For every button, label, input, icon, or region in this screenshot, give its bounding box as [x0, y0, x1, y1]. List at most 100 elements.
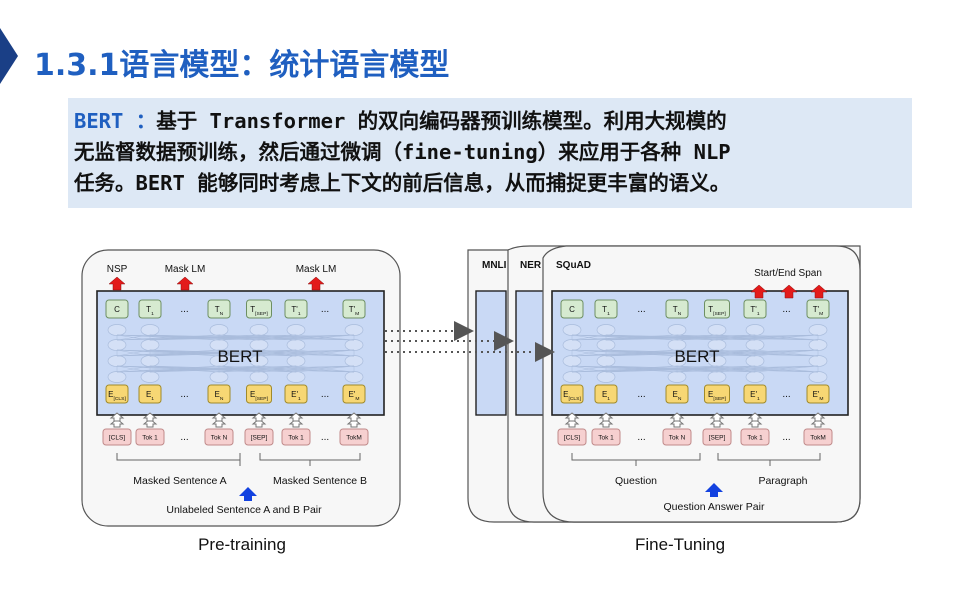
ft-token-arrow-5: [810, 418, 826, 428]
pt-token-5-label: TokM: [346, 435, 362, 442]
ft-embed-arrow-3: [709, 412, 725, 422]
ft-output-4: T'1: [743, 299, 767, 319]
pt-embedding-4-label: E'1: [291, 390, 301, 402]
pt-embedding-0: E[CLS]: [105, 384, 129, 404]
finetuning-sentence-a: Question: [615, 475, 657, 487]
ft-embed-arrow-2: [669, 412, 685, 422]
ft-embedding-0-label: E[CLS]: [563, 390, 581, 402]
pt-embedding-ellipsis-1: ...: [321, 389, 329, 400]
pt-embedding-5-label: E'M: [348, 390, 359, 402]
pt-token-arrow-4: [288, 418, 304, 428]
pretraining-token-row: [CLS] Tok 1 Tok N [SEP] Tok 1 TokM......: [102, 428, 369, 446]
ft-embed-arrow-5: [810, 412, 826, 422]
ft-embedding-1-label: E1: [602, 390, 610, 402]
ft-token-arrow-0: [564, 418, 580, 428]
finetuning-span-arrow-1-icon: [750, 284, 768, 299]
pt-embedding-3: E[SEP]: [246, 384, 272, 404]
pt-output-3: T[SEP]: [246, 299, 272, 319]
ft-token-3-label: [SEP]: [709, 435, 726, 442]
finetuning-output-arrows: [750, 284, 828, 299]
pt-token-ellipsis-0: ...: [180, 432, 188, 443]
finetuning-task-tab-ner: NER: [520, 260, 542, 271]
ft-embedding-4-label: E'1: [750, 390, 760, 402]
pt-output-2-label: TN: [215, 305, 224, 317]
ft-token-arrow-3: [709, 418, 725, 428]
finetuning-model-label: BERT: [674, 347, 719, 366]
pt-embed-arrow-5: [346, 412, 362, 422]
pt-token-0-label: [CLS]: [109, 435, 125, 442]
pt-embedding-2: EN: [207, 384, 231, 404]
ft-embedding-5: E'M: [806, 384, 830, 404]
pretraining-brace-b: [259, 453, 361, 466]
ft-token-arrow-2: [669, 418, 685, 428]
description-line-3: 任务。BERT 能够同时考虑上下文的前后信息，从而捕捉更丰富的语义。: [74, 171, 731, 195]
ft-token-2-label: Tok N: [669, 435, 686, 442]
ft-token-ellipsis-1: ...: [782, 432, 790, 443]
pt-output-0: C: [105, 299, 129, 319]
ft-embedding-2: EN: [665, 384, 689, 404]
pt-token-0: [CLS]: [102, 428, 132, 446]
pretraining-attention-lines: [107, 324, 364, 383]
pt-token-1-label: Tok 1: [142, 435, 158, 442]
finetuning-span-arrow-2-icon: [780, 284, 798, 299]
pt-embedding-2-label: EN: [215, 390, 224, 402]
pt-embed-arrow-1: [142, 412, 158, 422]
description-line-1-text: 基于 Transformer 的双向编码器预训练模型。利用大规模的: [156, 109, 727, 133]
ft-output-1: T1: [594, 299, 618, 319]
ft-output-4-label: T'1: [750, 305, 759, 317]
ft-embedding-3-label: E[SEP]: [708, 390, 727, 402]
pt-embed-arrow-4: [288, 412, 304, 422]
ft-embedding-1: E1: [594, 384, 618, 404]
finetuning-span-arrow-3-icon: [810, 284, 828, 299]
pt-embed-arrow-2: [211, 412, 227, 422]
ft-token-3: [SEP]: [702, 428, 732, 446]
pt-embedding-1: E1: [138, 384, 162, 404]
pt-token-2: Tok N: [204, 428, 234, 446]
ft-embed-arrow-1: [598, 412, 614, 422]
ft-output-5: T'M: [806, 299, 830, 319]
pt-embedding-ellipsis-0: ...: [180, 389, 188, 400]
ft-token-0-label: [CLS]: [564, 435, 580, 442]
ft-output-3: T[SEP]: [704, 299, 730, 319]
finetuning-caption: Fine-Tuning: [635, 535, 725, 554]
ft-token-2: Tok N: [662, 428, 692, 446]
pt-embedding-0-label: E[CLS]: [108, 390, 126, 402]
ft-embedding-ellipsis-1: ...: [782, 389, 790, 400]
pretraining-sentence-b: Masked Sentence B: [273, 475, 367, 487]
pt-token-arrow-1: [142, 418, 158, 428]
pretraining-nsp-arrow-icon: [108, 276, 126, 291]
pt-output-ellipsis-0: ...: [180, 304, 188, 315]
pt-output-1-label: T1: [146, 305, 154, 317]
pt-token-5: TokM: [339, 428, 369, 446]
description-keyword: BERT ：: [74, 109, 157, 133]
finetuning-task-tab-squad: SQuAD: [556, 260, 591, 271]
finetuning-input-arrows: [564, 412, 826, 428]
pt-embed-arrow-3: [251, 412, 267, 422]
ft-token-4-label: Tok 1: [747, 435, 763, 442]
pt-embedding-3-label: E[SEP]: [250, 390, 269, 402]
ft-embedding-5-label: E'M: [812, 390, 823, 402]
pretraining-mlm-arrow-2-icon: [307, 276, 325, 291]
pretraining-model-label: BERT: [217, 347, 262, 366]
ft-token-1-label: Tok 1: [598, 435, 614, 442]
ft-output-2: TN: [665, 299, 689, 319]
pt-output-2: TN: [207, 299, 231, 319]
pt-embed-arrow-0: [109, 412, 125, 422]
pt-embedding-1-label: E1: [146, 390, 154, 402]
pt-output-1: T1: [138, 299, 162, 319]
pt-token-3: [SEP]: [244, 428, 274, 446]
ft-embedding-3: E[SEP]: [704, 384, 730, 404]
pt-token-4: Tok 1: [281, 428, 311, 446]
ft-token-arrow-1: [598, 418, 614, 428]
pretraining-mlm-arrow-1-icon: [176, 276, 194, 291]
ft-token-0: [CLS]: [557, 428, 587, 446]
pt-token-ellipsis-1: ...: [321, 432, 329, 443]
ft-token-1: Tok 1: [591, 428, 621, 446]
pretraining-brace-a: [116, 453, 241, 466]
finetuning-brace-a: [571, 453, 701, 466]
ft-embedding-4: E'1: [743, 384, 767, 404]
